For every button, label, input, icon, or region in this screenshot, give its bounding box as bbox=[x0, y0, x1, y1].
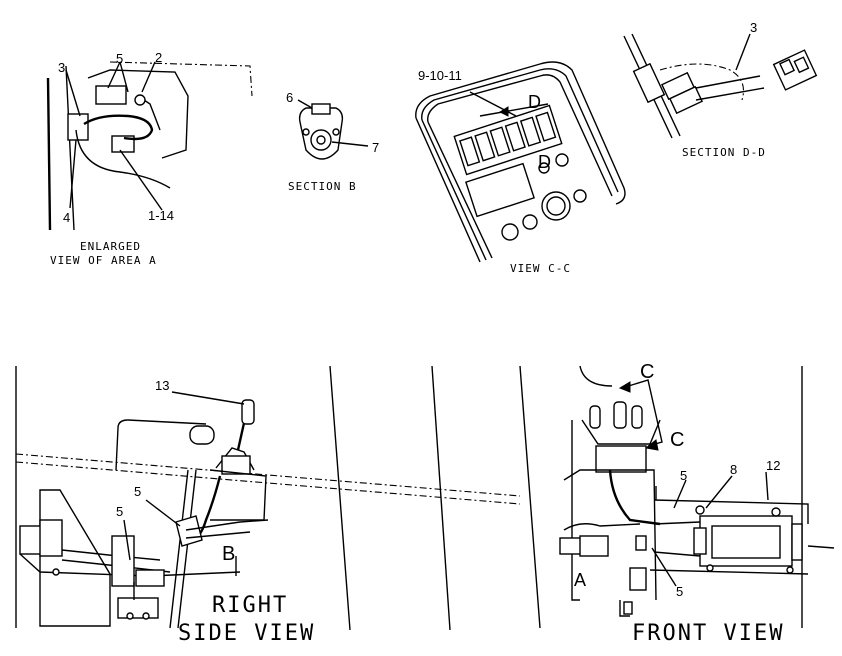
callout-13-right-side: 13 bbox=[155, 378, 169, 393]
section-mark-c-upper: C bbox=[640, 361, 654, 383]
section-mark-b: B bbox=[222, 543, 235, 565]
callout-9-10-11: 9-10-11 bbox=[418, 68, 462, 83]
caption-right: RIGHT bbox=[212, 593, 288, 618]
caption-front-view: FRONT VIEW bbox=[632, 621, 784, 646]
section-mark-d-upper: D bbox=[528, 92, 541, 112]
callout-2-area-a: 2 bbox=[155, 50, 162, 65]
section-mark-d-lower: D bbox=[538, 152, 551, 172]
switch-row bbox=[459, 111, 557, 167]
callout-3-section-d: 3 bbox=[750, 20, 757, 35]
front-view: C C 5 bbox=[519, 361, 835, 646]
enlarged-view-area-a: 3 5 2 4 1-14 ENLARGED VIEW OF AREA A bbox=[46, 50, 253, 267]
callout-5-area-a: 5 bbox=[116, 51, 123, 66]
caption-view-of-area-a: VIEW OF AREA A bbox=[50, 254, 157, 267]
caption-section-b: SECTION B bbox=[288, 180, 357, 193]
area-mark-a: A bbox=[574, 570, 586, 590]
caption-section-d-d: SECTION D-D bbox=[682, 146, 766, 159]
callout-5-right-side-upper: 5 bbox=[134, 484, 141, 499]
caption-side-view: SIDE VIEW bbox=[178, 621, 315, 646]
view-c-c: 9-10-11 D D VIEW C-C bbox=[415, 61, 626, 275]
callout-8-front: 8 bbox=[730, 462, 737, 477]
callout-5-front-upper: 5 bbox=[680, 468, 687, 483]
section-mark-c-lower: C bbox=[670, 429, 684, 451]
callout-5-right-side-lower: 5 bbox=[116, 504, 123, 519]
callout-3-area-a: 3 bbox=[58, 60, 65, 75]
section-b: 6 7 SECTION B bbox=[286, 90, 379, 193]
callout-1-14-area-a: 1-14 bbox=[148, 208, 174, 223]
callout-12-front: 12 bbox=[766, 458, 780, 473]
caption-enlarged: ENLARGED bbox=[80, 240, 141, 253]
right-side-view: 13 5 5 B RIGHT SIDE VIEW bbox=[15, 365, 521, 646]
callout-7-section-b: 7 bbox=[372, 140, 379, 155]
callout-6-section-b: 6 bbox=[286, 90, 293, 105]
section-d-d: 3 SECTION D-D bbox=[623, 20, 818, 159]
callout-4-area-a: 4 bbox=[63, 210, 70, 225]
callout-5-front-lower: 5 bbox=[676, 584, 683, 599]
caption-view-c-c: VIEW C-C bbox=[510, 262, 571, 275]
